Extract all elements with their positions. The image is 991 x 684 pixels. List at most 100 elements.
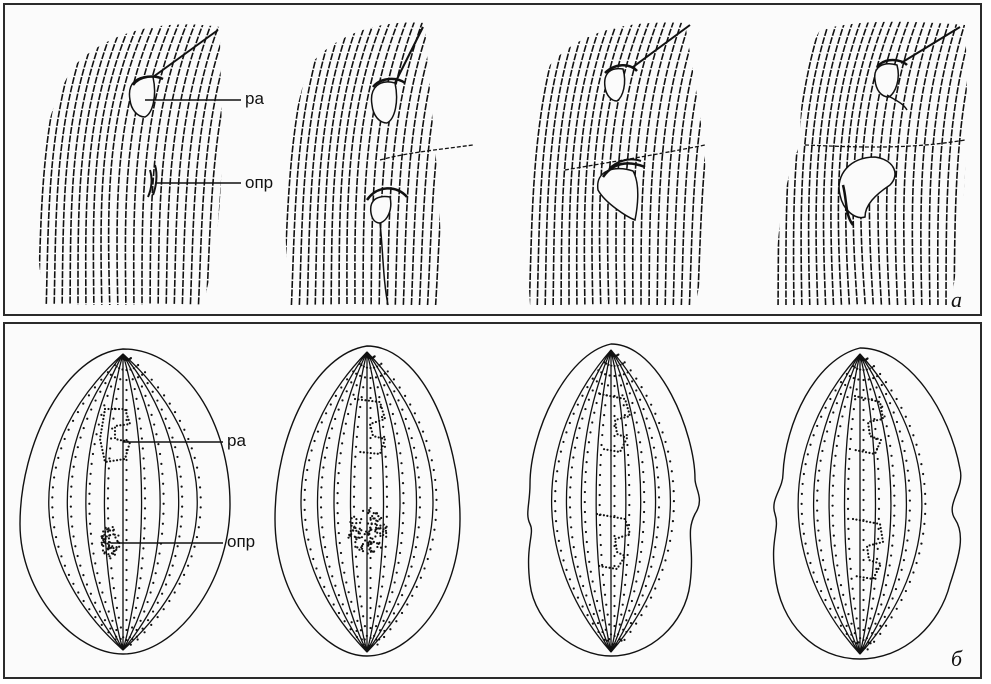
basal-body-dot xyxy=(408,575,410,577)
basal-body-dot xyxy=(321,476,323,478)
oral-dot xyxy=(623,518,625,520)
basal-body-dot xyxy=(132,378,134,380)
oral-dot xyxy=(861,397,863,399)
basal-body-dot xyxy=(857,378,859,380)
basal-body-dot xyxy=(200,496,202,498)
oral-dot xyxy=(367,534,369,536)
oral-dot xyxy=(869,577,871,579)
basal-body-dot xyxy=(409,403,411,405)
basal-body-dot xyxy=(587,451,589,453)
basal-body-dot xyxy=(854,366,856,368)
basal-body-dot xyxy=(196,467,198,469)
basal-body-dot xyxy=(817,480,819,482)
basal-body-dot xyxy=(125,519,127,521)
basal-body-dot xyxy=(328,595,330,597)
basal-body-dot xyxy=(832,515,834,517)
basal-body-dot xyxy=(620,384,622,386)
basal-body-dot xyxy=(643,501,645,503)
basal-body-dot xyxy=(895,588,897,590)
oral-dot xyxy=(351,517,353,519)
basal-body-dot xyxy=(820,460,822,462)
basal-body-dot xyxy=(899,430,901,432)
basal-body-dot xyxy=(141,385,143,387)
oral-dot xyxy=(596,513,598,515)
basal-body-dot xyxy=(305,529,307,531)
basal-body-dot xyxy=(411,437,413,439)
basal-body-dot xyxy=(381,585,383,587)
basal-body-dot xyxy=(125,529,127,531)
oral-dot xyxy=(372,434,374,436)
oral-dot xyxy=(107,553,109,555)
basal-body-dot xyxy=(816,489,818,491)
basal-body-dot xyxy=(125,569,127,571)
basal-body-dot xyxy=(108,467,110,469)
basal-body-dot xyxy=(193,546,195,548)
basal-body-dot xyxy=(871,632,873,634)
basal-body-dot xyxy=(599,610,601,612)
basal-body-dot xyxy=(923,483,925,485)
basal-body-dot xyxy=(573,546,575,548)
oral-dot xyxy=(870,435,872,437)
oral-dot xyxy=(881,534,883,536)
oral-dot xyxy=(867,556,869,558)
basal-body-dot xyxy=(117,388,119,390)
basal-body-dot xyxy=(581,395,583,397)
basal-body-dot xyxy=(353,506,355,508)
oral-dot xyxy=(606,449,608,451)
oral-dot xyxy=(876,419,878,421)
oral-dot xyxy=(112,547,114,549)
basal-body-dot xyxy=(83,600,85,602)
basal-body-dot xyxy=(645,605,647,607)
basal-body-dot xyxy=(619,623,621,625)
basal-body-dot xyxy=(162,523,164,525)
basal-body-dot xyxy=(612,643,614,645)
basal-body-dot xyxy=(125,599,127,601)
basal-body-dot xyxy=(387,370,389,372)
basal-body-dot xyxy=(569,422,571,424)
oral-dot xyxy=(375,528,377,530)
oral-dot xyxy=(599,514,601,516)
oral-dot xyxy=(619,553,621,555)
kinety-ridge xyxy=(537,5,576,314)
basal-body-dot xyxy=(70,505,72,507)
oral-dot xyxy=(374,530,376,532)
basal-body-dot xyxy=(852,365,854,367)
basal-body-dot xyxy=(617,633,619,635)
basal-body-dot xyxy=(654,413,656,415)
basal-body-dot xyxy=(418,526,420,528)
oral-dot xyxy=(362,543,364,545)
basal-body-dot xyxy=(875,568,877,570)
basal-body-dot xyxy=(125,389,127,391)
basal-body-dot xyxy=(560,550,562,552)
basal-body-dot xyxy=(416,586,418,588)
basal-body-dot xyxy=(359,375,361,377)
basal-body-dot xyxy=(635,580,637,582)
basal-body-dot xyxy=(836,564,838,566)
basal-body-dot xyxy=(353,486,355,488)
basal-body-dot xyxy=(595,402,597,404)
label-opr: опр xyxy=(245,173,273,193)
oral-dot xyxy=(102,530,104,532)
basal-body-dot xyxy=(661,569,663,571)
oral-dot xyxy=(101,428,103,430)
basal-body-dot xyxy=(177,545,179,547)
basal-body-dot xyxy=(397,399,399,401)
basal-body-dot xyxy=(920,463,922,465)
basal-body-dot xyxy=(142,627,144,629)
basal-body-dot xyxy=(878,498,880,500)
basal-body-dot xyxy=(376,643,378,645)
kinety-ridge xyxy=(584,5,624,314)
oral-dot xyxy=(602,566,604,568)
kinety-ridge xyxy=(222,5,267,314)
oral-dot xyxy=(123,424,125,426)
basal-body-dot xyxy=(823,440,825,442)
basal-body-dot xyxy=(875,634,877,636)
basal-body-dot xyxy=(602,424,604,426)
basal-body-dot xyxy=(626,564,628,566)
basal-body-dot xyxy=(892,475,894,477)
basal-body-dot xyxy=(146,382,148,384)
basal-body-dot xyxy=(599,474,601,476)
basal-body-dot xyxy=(671,530,673,532)
basal-body-dot xyxy=(143,610,145,612)
basal-body-dot xyxy=(613,475,615,477)
